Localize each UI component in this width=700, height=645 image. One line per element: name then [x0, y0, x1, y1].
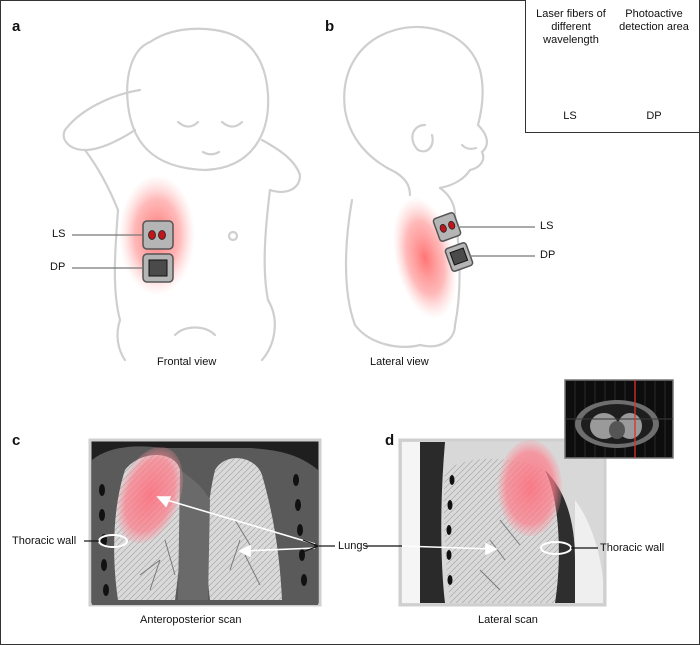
lateral-ls-label: LS — [540, 220, 554, 232]
lungs-arrow-lateral — [401, 542, 498, 556]
frontal-view-caption: Frontal view — [157, 356, 217, 368]
lateral-dp-sensor — [444, 242, 474, 272]
lateral-scan-image — [398, 438, 607, 607]
lateral-ls-sensor — [432, 212, 462, 242]
lateral-scan-caption: Lateral scan — [478, 614, 538, 626]
thoracic-wall-label-right: Thoracic wall — [600, 542, 665, 554]
laser-fiber-dot — [148, 230, 156, 240]
anteroposterior-scan-caption: Anteroposterior scan — [140, 614, 242, 626]
lungs-arrows — [156, 496, 316, 558]
legend-box: Laser fibers of different wavelength Pho… — [525, 0, 699, 133]
frontal-ls-label: LS — [52, 228, 66, 240]
lungs-connector — [302, 539, 402, 553]
panel-letter-a: a — [12, 18, 21, 35]
frontal-baby-outline — [62, 27, 302, 362]
frontal-dp-label: DP — [50, 261, 66, 273]
legend-photoactive-text: Photoactive detection area — [619, 8, 689, 33]
lungs-label: Lungs — [338, 540, 368, 552]
lateral-dp-label: DP — [540, 249, 556, 261]
legend-dp-label: DP — [646, 110, 662, 122]
panel-letter-d: d — [385, 432, 395, 449]
panel-letter-b: b — [325, 18, 335, 35]
thoracic-wall-label-left: Thoracic wall — [12, 535, 77, 547]
laser-fiber-dot — [158, 230, 166, 240]
lateral-view-caption: Lateral view — [370, 356, 429, 368]
panel-letter-c: c — [12, 432, 21, 449]
legend-laser-fibers-text: Laser fibers of different wavelength — [536, 8, 606, 46]
axial-ct-inset — [564, 379, 674, 459]
scan-light-region — [117, 446, 183, 544]
legend-ls-label: LS — [563, 110, 577, 122]
detection-area — [148, 259, 168, 277]
frontal-ls-sensor — [142, 220, 174, 250]
anteroposterior-scan-image — [88, 438, 322, 607]
scan-light-region — [498, 440, 562, 536]
